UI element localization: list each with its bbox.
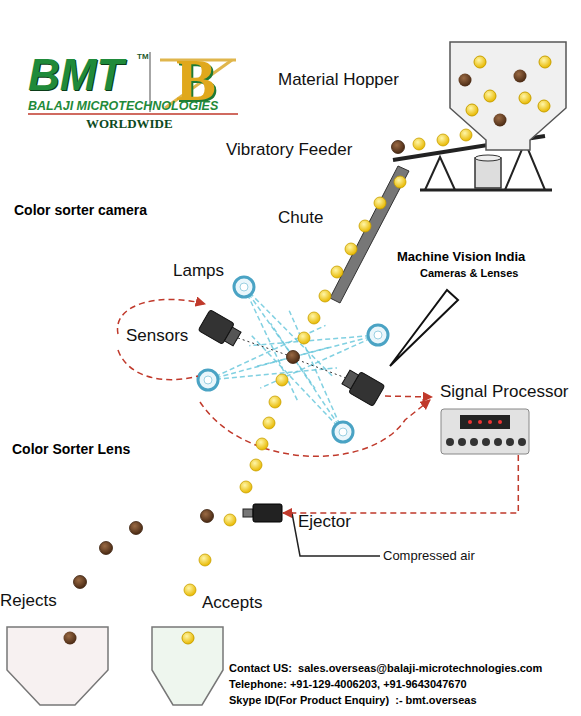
signal-processor-shape — [440, 408, 530, 455]
ejector: Ejector — [243, 503, 283, 523]
contact-text: Telephone: +91-129-4006203, +91-96430476… — [229, 678, 467, 691]
sensor-camera — [198, 310, 243, 350]
logo-text: BALAJI MICROTECHNOLOGIES — [28, 99, 218, 113]
part-label: Lamps — [173, 261, 224, 281]
chute — [330, 166, 409, 303]
node-label: Accepts — [202, 593, 262, 613]
reject-bin-shape — [5, 625, 110, 707]
node-label: Rejects — [0, 591, 57, 611]
lamps — [198, 277, 388, 442]
sensor-sightlines — [238, 338, 346, 378]
contact-text: Skype ID(For Product Enquiry) :- bmt.ove… — [229, 694, 477, 707]
air-line — [283, 513, 380, 556]
product-stream — [74, 125, 496, 596]
node-label: Signal Processor — [440, 382, 569, 402]
signal-processor: Signal Processor — [440, 408, 530, 455]
signal-paths — [117, 299, 432, 456]
signal-connector — [283, 455, 518, 513]
part-label: Color sorter camera — [14, 202, 147, 218]
accept-bin-shape — [150, 625, 225, 707]
logo-text: WORLDWIDE — [86, 117, 173, 132]
part-label: Machine Vision India — [397, 250, 525, 265]
hopper: Material Hopper — [448, 40, 568, 152]
part-label: Vibratory Feeder — [226, 140, 352, 160]
logo-text: TM — [137, 52, 149, 61]
logo-text: BMT — [28, 50, 123, 101]
node-label: Ejector — [298, 512, 351, 532]
ejector-shape — [243, 503, 283, 523]
part-label: Color Sorter Lens — [12, 441, 130, 457]
hopper-shape — [448, 40, 568, 152]
node-label: Material Hopper — [278, 70, 399, 90]
sensor-camera — [340, 367, 385, 407]
accept-bin: Accepts — [150, 625, 225, 707]
callout-pointer — [390, 290, 458, 366]
part-label: Compressed air — [383, 549, 475, 564]
part-label: Chute — [278, 208, 323, 228]
reject-bin: Rejects — [5, 625, 110, 707]
logo-underline — [28, 113, 238, 115]
part-label: Cameras & Lenses — [420, 267, 518, 280]
light-beams — [208, 287, 378, 432]
part-label: Sensors — [126, 326, 188, 346]
contact-text: Contact US: sales.overseas@balaji-microt… — [229, 662, 542, 675]
